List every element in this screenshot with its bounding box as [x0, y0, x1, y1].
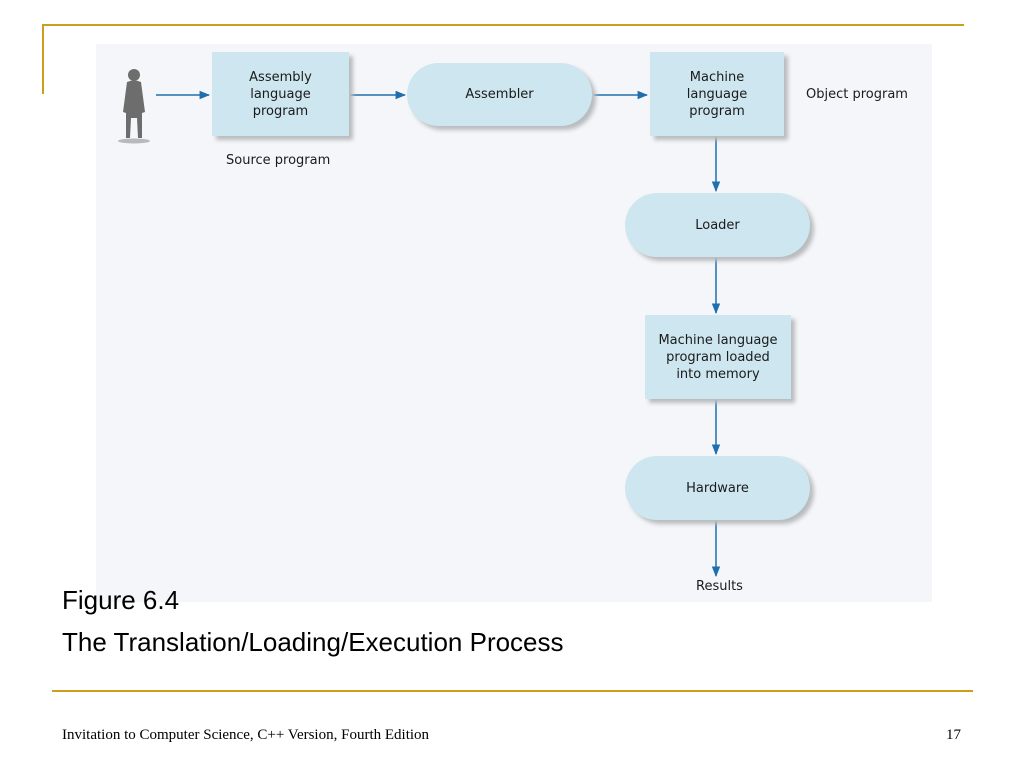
footer-book-title: Invitation to Computer Science, C++ Vers…: [62, 727, 430, 743]
node-source: Assembly language program: [212, 52, 349, 136]
left-accent-line: [42, 24, 44, 94]
top-accent-line: [42, 24, 964, 26]
node-machine-program: Machine language program: [650, 52, 784, 136]
figure-number: Figure 6.4: [62, 585, 180, 615]
bottom-accent-line: [52, 690, 973, 692]
node-loaded-memory: Machine language program loaded into mem…: [645, 315, 791, 399]
footer-page-number: 17: [946, 727, 961, 743]
label-object-program: Object program: [806, 87, 908, 102]
node-loader: Loader: [625, 193, 810, 257]
figure-title: The Translation/Loading/Execution Proces…: [62, 627, 564, 657]
label-source-program: Source program: [226, 153, 331, 168]
node-hardware: Hardware: [625, 456, 810, 520]
person-icon: [118, 69, 150, 144]
label-results: Results: [696, 579, 743, 594]
node-assembler: Assembler: [407, 63, 592, 126]
